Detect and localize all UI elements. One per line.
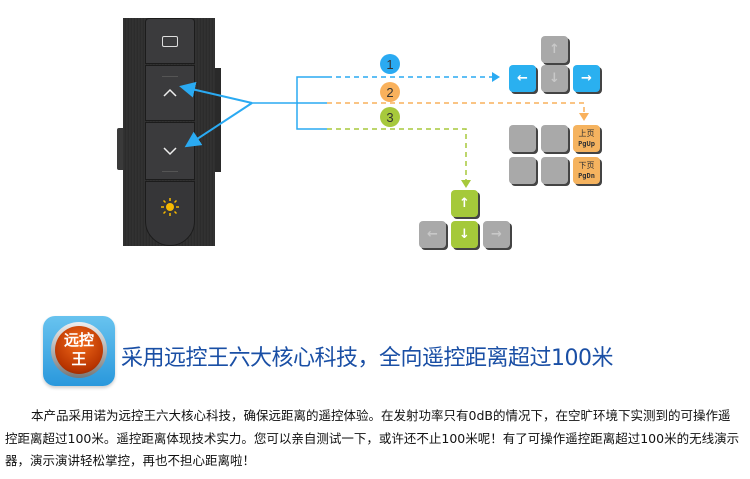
page-down-button[interactable] bbox=[145, 122, 195, 180]
key-up-inactive: ↑ bbox=[541, 36, 568, 63]
logo-text-line2: 王 bbox=[71, 350, 87, 368]
key-page-up: 上页 PgUp bbox=[573, 125, 600, 152]
side-switch bbox=[117, 128, 123, 170]
chevron-up-icon bbox=[163, 88, 177, 97]
callout-line-3 bbox=[327, 128, 467, 180]
key-right-inactive: → bbox=[483, 221, 510, 248]
description-paragraph: 本产品采用诺为远控王六大核心科技，确保远距离的遥控体验。在发射功率只有0dB的情… bbox=[5, 408, 740, 468]
callout-badge-1: 1 bbox=[380, 54, 400, 74]
brand-logo: 远控 王 bbox=[43, 316, 115, 386]
key-blank bbox=[509, 157, 536, 184]
presenter-remote bbox=[117, 18, 221, 246]
callout-arrowhead-3 bbox=[461, 180, 471, 188]
key-left: ← bbox=[509, 65, 536, 92]
pointer-arrow-down bbox=[184, 102, 253, 148]
screen-icon bbox=[162, 35, 178, 47]
key-page-up-en: PgUp bbox=[578, 139, 595, 148]
chevron-down-icon bbox=[163, 147, 177, 156]
callout-badge-2: 2 bbox=[380, 82, 400, 102]
key-page-down-en: PgDn bbox=[578, 171, 595, 180]
callout-arrowhead-2 bbox=[579, 113, 589, 121]
logo-text-line1: 远控 bbox=[63, 331, 94, 349]
key-page-up-cn: 上页 bbox=[578, 128, 595, 138]
key-page-down: 下页 PgDn bbox=[573, 157, 600, 184]
key-left-inactive: ← bbox=[419, 221, 446, 248]
key-blank bbox=[509, 125, 536, 152]
key-right: → bbox=[573, 65, 600, 92]
key-blank bbox=[541, 125, 568, 152]
callout-badge-3: 3 bbox=[380, 107, 400, 127]
key-up: ↑ bbox=[451, 190, 478, 217]
section-headline: 采用远控王六大核心科技，全向遥控距离超过100米 bbox=[121, 346, 614, 371]
key-blank bbox=[541, 157, 568, 184]
callout-arrowhead-1 bbox=[492, 72, 500, 82]
pointer-arrow-up bbox=[179, 81, 253, 104]
side-grip bbox=[215, 68, 221, 172]
sun-icon bbox=[161, 197, 179, 216]
key-down: ↓ bbox=[451, 221, 478, 248]
callout-line-2 bbox=[327, 102, 585, 112]
key-page-down-cn: 下页 bbox=[578, 160, 595, 170]
screen-button[interactable] bbox=[145, 18, 195, 64]
laser-button[interactable] bbox=[145, 181, 195, 246]
key-down-inactive: ↓ bbox=[541, 65, 568, 92]
